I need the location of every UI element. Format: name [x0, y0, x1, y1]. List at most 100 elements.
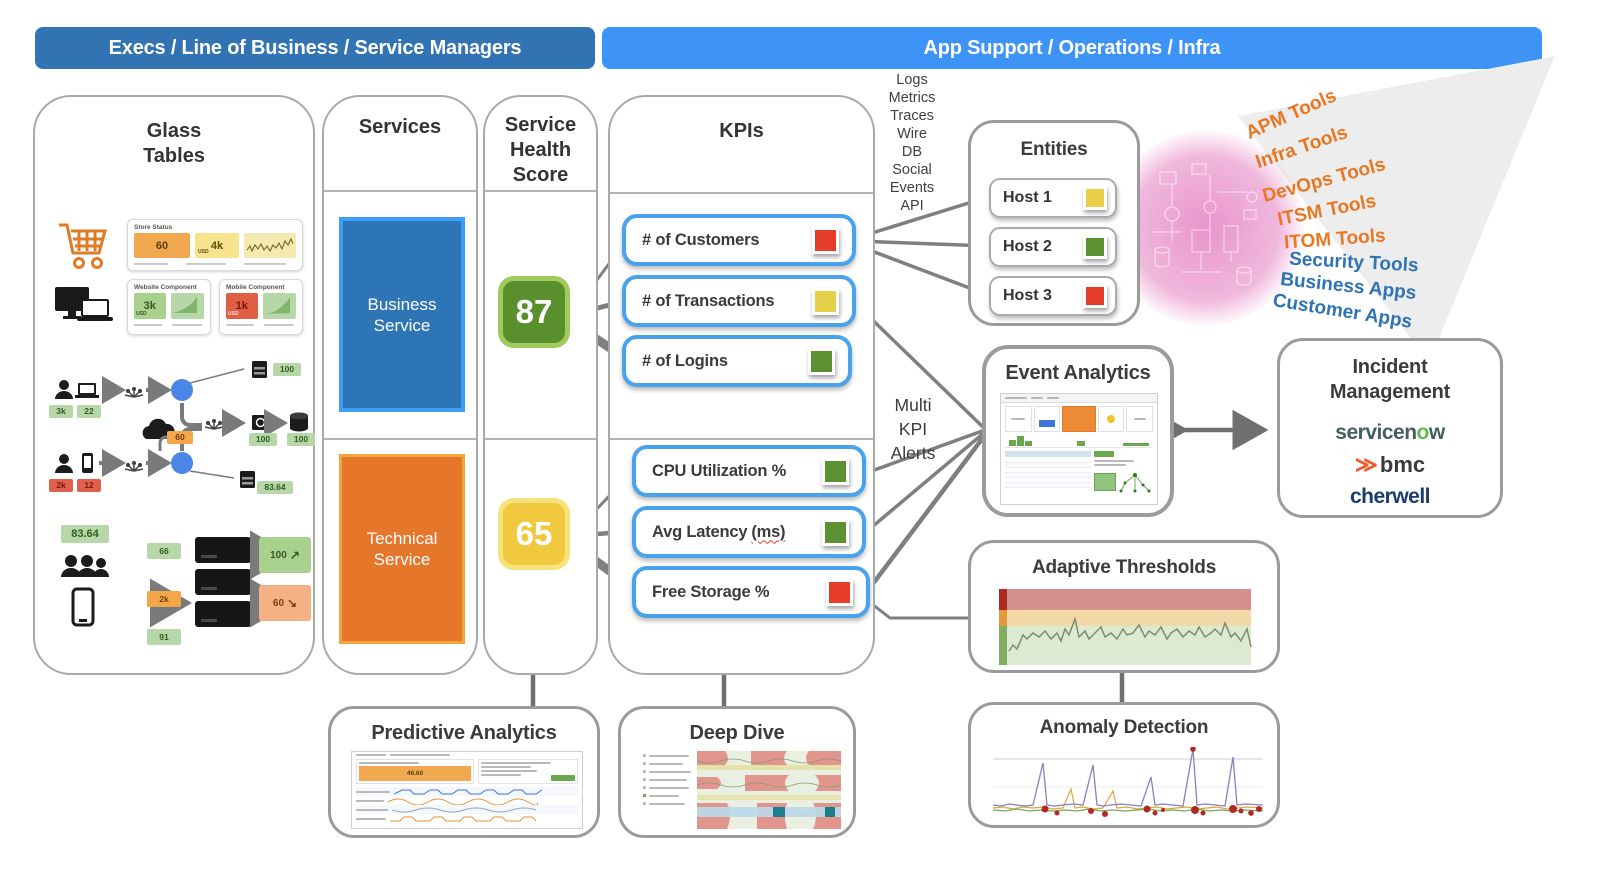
topology-badge: 100 — [249, 433, 277, 446]
devices-icon — [55, 287, 113, 321]
host-2-row: Host 2 — [989, 227, 1117, 267]
server-icon — [195, 537, 251, 563]
services-panel: Services Business Service Technical Serv… — [322, 95, 478, 675]
store-health-tile: 60 — [134, 233, 190, 258]
kpi-transactions: # of Transactions — [622, 275, 856, 327]
adaptive-thresholds-panel: Adaptive Thresholds — [968, 540, 1280, 673]
data-type-item: DB — [901, 144, 923, 160]
servicenow-logo: servicenow — [1335, 421, 1445, 444]
shopping-cart-icon — [59, 223, 107, 269]
kpi-status-square — [822, 457, 849, 485]
cherwell-logo: cherwell — [1349, 485, 1431, 508]
adaptive-thresholds-title: Adaptive Thresholds — [1031, 557, 1217, 578]
business-health-score: 87 — [498, 276, 570, 348]
anomaly-detection-panel: Anomaly Detection — [968, 702, 1280, 828]
kpi-logins: # of Logins — [622, 335, 852, 387]
host-status-square — [1083, 284, 1107, 308]
topology-badge: 100 — [287, 433, 315, 446]
kpis-title: KPIs — [719, 120, 764, 142]
data-sources-blob — [1108, 130, 1304, 326]
event-analytics-title: Event Analytics — [1005, 362, 1151, 384]
predictive-analytics-panel: Predictive Analytics 46.60 — [328, 706, 600, 838]
mobile-chart-tile — [262, 293, 296, 319]
predicted-health-banner: 46.60 — [359, 766, 471, 781]
data-type-item: API — [900, 198, 924, 214]
website-component-title: Website Component — [134, 284, 197, 291]
entities-panel: Entities Host 1 Host 2 Host 3 — [968, 120, 1140, 326]
kpi-free-storage: Free Storage % — [632, 566, 870, 618]
store-revenue-tile: USD 4k — [195, 233, 239, 258]
banner-execs-lob: Execs / Line of Business / Service Manag… — [35, 27, 595, 69]
mobile-component-card: Mobile Component USD 1k — [219, 279, 303, 335]
incident-management-panel: Incident Management servicenow ≫bmc cher… — [1277, 338, 1503, 518]
data-type-item: Logs — [896, 72, 928, 88]
anomaly-detection-title: Anomaly Detection — [1039, 717, 1209, 738]
kpi-status-square — [826, 578, 853, 606]
kpi-status-square — [808, 347, 835, 375]
summary-output-warn-tile: 60↘ — [259, 585, 311, 621]
data-types-list: Logs Metrics Traces Wire DB Social Event… — [862, 71, 962, 215]
data-type-item: Traces — [890, 108, 934, 124]
kpi-avg-latency: Avg Latency(ms) — [632, 506, 866, 558]
website-value-tile: USD 3k — [134, 293, 166, 319]
predictive-analytics-screenshot: 46.60 — [351, 751, 583, 829]
host-status-square — [1083, 186, 1107, 210]
store-status-title: Store Status — [134, 224, 173, 231]
services-title: Services — [358, 116, 442, 138]
host-1-row: Host 1 — [989, 178, 1117, 218]
data-type-item: Events — [889, 180, 935, 196]
deep-dive-swimlanes — [697, 751, 841, 829]
glass-tables-title: Glass Tables — [143, 120, 205, 167]
topology-badge: 83.64 — [257, 481, 293, 494]
bmc-logo: ≫bmc — [1354, 452, 1426, 477]
website-component-card: Website Component USD 3k — [127, 279, 211, 335]
deep-dive-screenshot — [639, 751, 841, 829]
business-service-block: Business Service — [339, 217, 465, 412]
deep-dive-panel: Deep Dive — [618, 706, 856, 838]
summary-kpi-badge: 91 — [147, 629, 181, 645]
kpi-status-square — [812, 226, 839, 254]
host-3-row: Host 3 — [989, 276, 1117, 316]
kpi-cpu-utilization: CPU Utilization % — [632, 445, 866, 497]
anomaly-detection-chart — [993, 747, 1263, 817]
blob-circuit-pattern — [1152, 163, 1258, 286]
service-health-score-panel: Service Health Score — [483, 95, 598, 675]
store-status-card: Store Status 60 USD 4k — [127, 219, 303, 271]
technical-health-score: 65 — [498, 498, 570, 570]
mobile-value-tile: USD 1k — [226, 293, 258, 319]
users-and-phone-icon — [61, 555, 109, 627]
topology-badge: 12 — [77, 479, 101, 492]
host-status-square — [1083, 235, 1107, 259]
banner-app-support-ops: App Support / Operations / Infra — [602, 27, 1542, 69]
kpi-status-square — [822, 518, 849, 546]
topology-badge: 22 — [77, 405, 101, 418]
store-sparkline-tile — [244, 233, 296, 258]
summary-score-badge: 83.64 — [61, 525, 109, 543]
adaptive-thresholds-chart — [999, 589, 1257, 665]
data-type-item: Social — [892, 162, 932, 178]
multi-kpi-alerts-label: Multi KPI Alerts — [890, 395, 936, 463]
summary-kpi-badge: 2k — [147, 591, 181, 607]
server-icon — [195, 569, 251, 595]
deep-dive-title: Deep Dive — [689, 722, 785, 744]
summary-kpi-badge: 66 — [147, 543, 181, 559]
service-topology-thumbnail — [55, 361, 308, 488]
website-chart-tile — [170, 293, 204, 319]
data-type-item: Metrics — [888, 90, 936, 106]
glass-tables-panel: Glass Tables Store Status 60 USD 4k — [33, 95, 315, 675]
topology-badge: 60 — [167, 431, 193, 444]
kpi-customers: # of Customers — [622, 214, 856, 266]
event-analytics-screenshot — [1000, 393, 1158, 505]
predictive-analytics-title: Predictive Analytics — [371, 722, 557, 744]
incident-management-title: Incident Management — [1329, 356, 1451, 403]
technical-service-block: Technical Service — [339, 454, 465, 644]
data-type-item: Wire — [897, 126, 927, 142]
entities-title: Entities — [1020, 139, 1088, 160]
service-health-score-title: Service Health Score — [504, 114, 577, 186]
server-icon — [195, 601, 251, 627]
mobile-component-title: Mobile Component — [226, 284, 285, 291]
topology-badge: 3k — [49, 405, 73, 418]
kpi-status-square — [812, 287, 839, 315]
topology-badge: 2k — [49, 479, 73, 492]
